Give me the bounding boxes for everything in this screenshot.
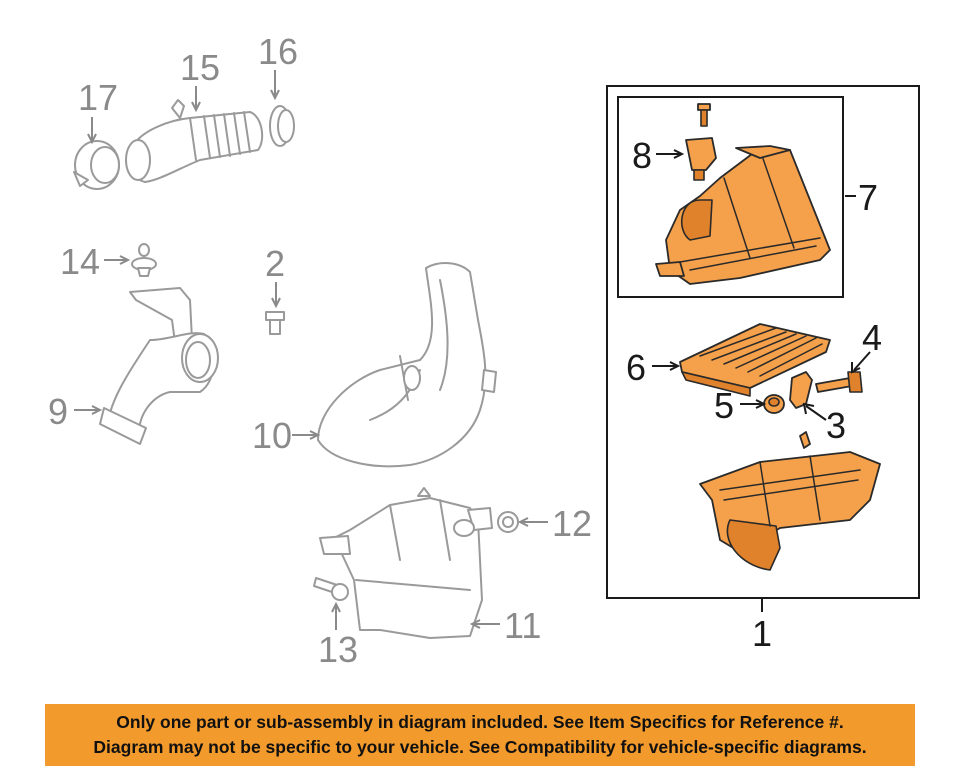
callout-16: 16	[258, 31, 298, 72]
callout-12: 12	[552, 503, 592, 544]
part-8-sensor	[685, 103, 717, 181]
callout-13: 13	[318, 629, 358, 670]
callout-15: 15	[180, 47, 220, 88]
lower-case	[699, 431, 881, 571]
part-11-resonator-box	[319, 487, 493, 639]
part-3-bracket	[789, 371, 813, 409]
callout-10: 10	[252, 415, 292, 456]
callout-8: 8	[632, 135, 652, 176]
part-4-bolt	[815, 371, 863, 393]
part-7-upper-case	[655, 145, 831, 285]
disclaimer-line-2: Diagram may not be specific to your vehi…	[93, 737, 867, 757]
callout-3: 3	[826, 405, 846, 446]
part-16-clamp	[269, 105, 295, 147]
part-17-clamp	[73, 140, 120, 190]
callout-6: 6	[626, 347, 646, 388]
part-6-filter	[679, 323, 831, 397]
part-12-grommet	[497, 511, 519, 533]
parts-diagram: 17 15 16 14 2 9 10 12 11 13 8 7 6 4 5 3 …	[48, 31, 920, 670]
disclaimer-line-1: Only one part or sub-assembly in diagram…	[116, 712, 844, 732]
callout-9: 9	[48, 391, 68, 432]
part-10-resonator-duct	[317, 262, 497, 468]
part-14-clip	[131, 243, 157, 277]
part-13-bolt	[313, 577, 349, 601]
callout-11: 11	[504, 605, 541, 646]
callout-2: 2	[265, 243, 285, 284]
part-9-elbow-duct	[99, 287, 219, 445]
disclaimer-banner: Only one part or sub-assembly in diagram…	[45, 704, 915, 766]
callout-4: 4	[862, 317, 882, 358]
callout-7: 7	[858, 177, 878, 218]
callout-5: 5	[714, 385, 734, 426]
part-2-bolt	[265, 311, 285, 335]
callout-1: 1	[752, 613, 772, 654]
assembly-frame-7	[617, 96, 844, 298]
part-5-nut	[763, 394, 785, 414]
callout-17: 17	[78, 77, 118, 118]
callout-14: 14	[60, 241, 100, 282]
part-15-intake-hose	[125, 99, 264, 183]
